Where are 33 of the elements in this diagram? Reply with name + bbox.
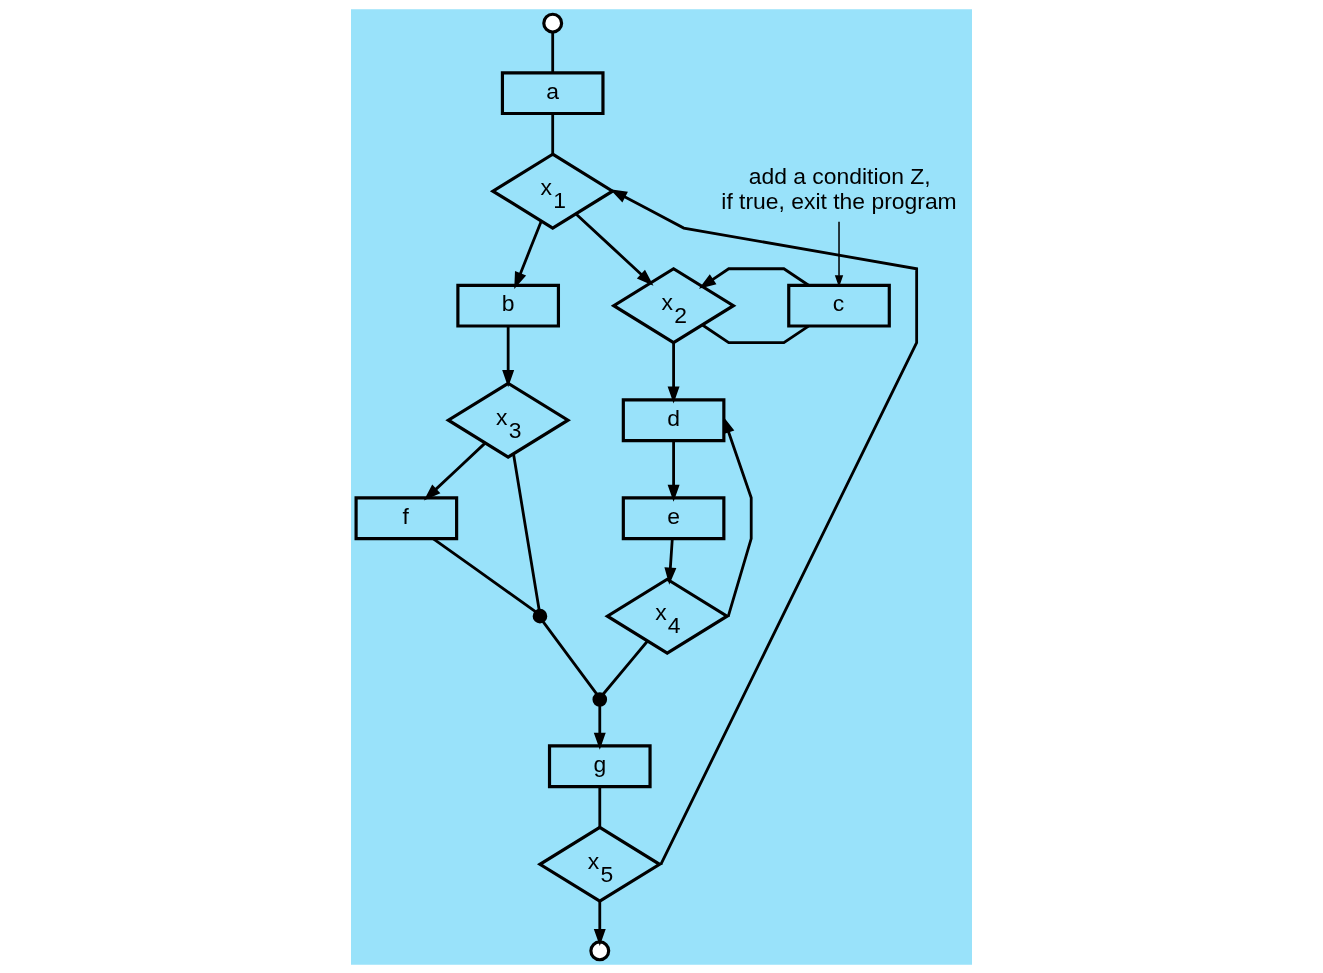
connector [598, 786, 602, 827]
arrow [502, 325, 515, 387]
node-text: add a condition Z, if true, exit the program [721, 162, 957, 214]
node-dot [532, 608, 548, 623]
node-box: c [787, 283, 891, 328]
arrow [664, 538, 677, 585]
connector [432, 537, 537, 613]
node-box: d [621, 397, 726, 442]
arrow [514, 220, 543, 289]
connector [601, 639, 649, 695]
arrow [834, 220, 844, 287]
connector [701, 323, 810, 344]
arrow [593, 901, 606, 946]
connector [551, 113, 555, 154]
node-dot [592, 691, 608, 707]
arrow [667, 342, 680, 403]
arrow [723, 415, 753, 617]
arrow [575, 212, 654, 286]
connector [512, 453, 541, 610]
arrow [698, 266, 810, 289]
node-box: f [354, 495, 459, 540]
node-box: b [456, 283, 560, 328]
node-circle [589, 939, 611, 961]
node-box: e [621, 495, 726, 540]
connector [541, 620, 598, 695]
connector [551, 31, 555, 73]
arrow [610, 188, 919, 865]
node-box: g [547, 743, 652, 788]
node-box: a [500, 70, 605, 115]
node-circle [542, 12, 564, 34]
arrow [667, 440, 680, 502]
arrow [423, 441, 486, 500]
arrow [593, 704, 606, 750]
